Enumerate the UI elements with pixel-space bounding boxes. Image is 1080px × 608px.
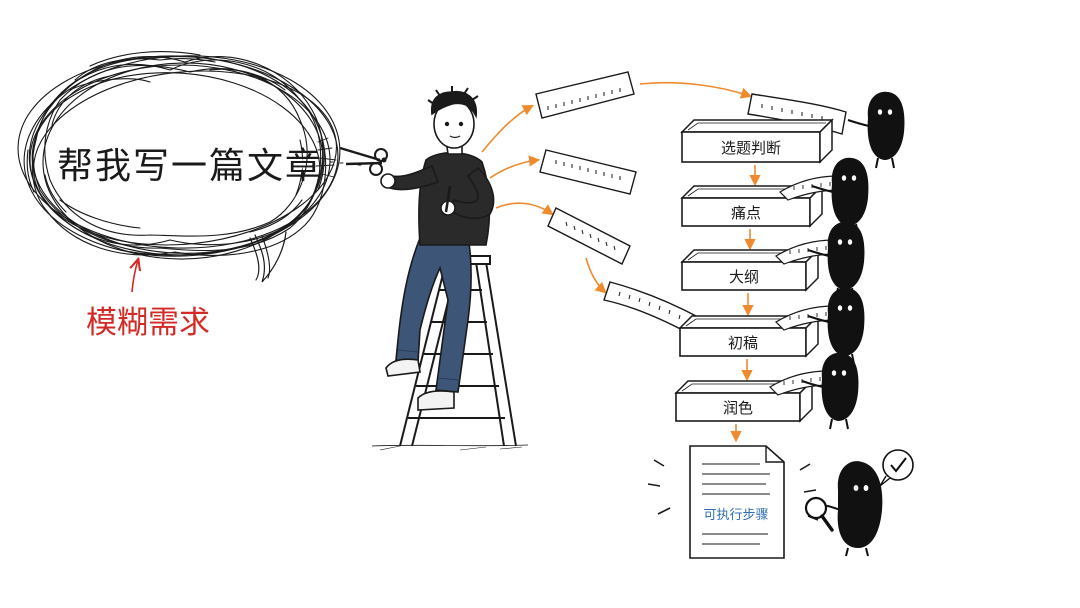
paper-strip bbox=[535, 71, 635, 119]
pipeline-step-tray: 痛点 bbox=[680, 175, 841, 228]
paper-strip bbox=[547, 207, 631, 265]
pipeline-step-tray: 润色 bbox=[674, 370, 831, 423]
vague-requirement-caption: 模糊需求 bbox=[86, 305, 210, 341]
pen-icon bbox=[444, 185, 452, 213]
request-text: 帮我写一篇文章 bbox=[57, 146, 323, 187]
pipeline-step-label: 初稿 bbox=[728, 334, 758, 352]
paper-strip bbox=[603, 281, 701, 335]
paper-strip bbox=[539, 149, 637, 195]
pipeline-step-label: 选题判断 bbox=[721, 139, 781, 157]
flow-arrows bbox=[481, 81, 753, 294]
pipeline-step-label: 痛点 bbox=[731, 204, 761, 222]
pipeline-step-tray: 选题判断 bbox=[680, 118, 834, 164]
pipeline-step-label: 大纲 bbox=[729, 268, 759, 286]
tangled-thought-cloud bbox=[17, 51, 363, 283]
inspector-creature bbox=[804, 449, 914, 557]
pipeline-step-tray: 大纲 bbox=[680, 239, 837, 292]
check-icon bbox=[890, 457, 907, 473]
person-on-ladder bbox=[380, 86, 495, 411]
output-label: 可执行步骤 bbox=[703, 508, 768, 523]
output-document: 可执行步骤 bbox=[647, 445, 819, 559]
check-speech-bubble bbox=[879, 449, 914, 487]
scissors-icon bbox=[339, 146, 388, 176]
cloud-interior bbox=[67, 117, 303, 209]
magnifier-icon bbox=[804, 496, 834, 532]
worker-creature bbox=[847, 91, 905, 169]
worker-creature bbox=[801, 352, 859, 430]
pipeline-step-label: 润色 bbox=[723, 399, 753, 417]
worker-creatures bbox=[801, 91, 905, 430]
worker-creature bbox=[807, 287, 865, 365]
caption-arrow bbox=[132, 260, 138, 293]
pipeline-step-tray: 初稿 bbox=[678, 305, 837, 358]
